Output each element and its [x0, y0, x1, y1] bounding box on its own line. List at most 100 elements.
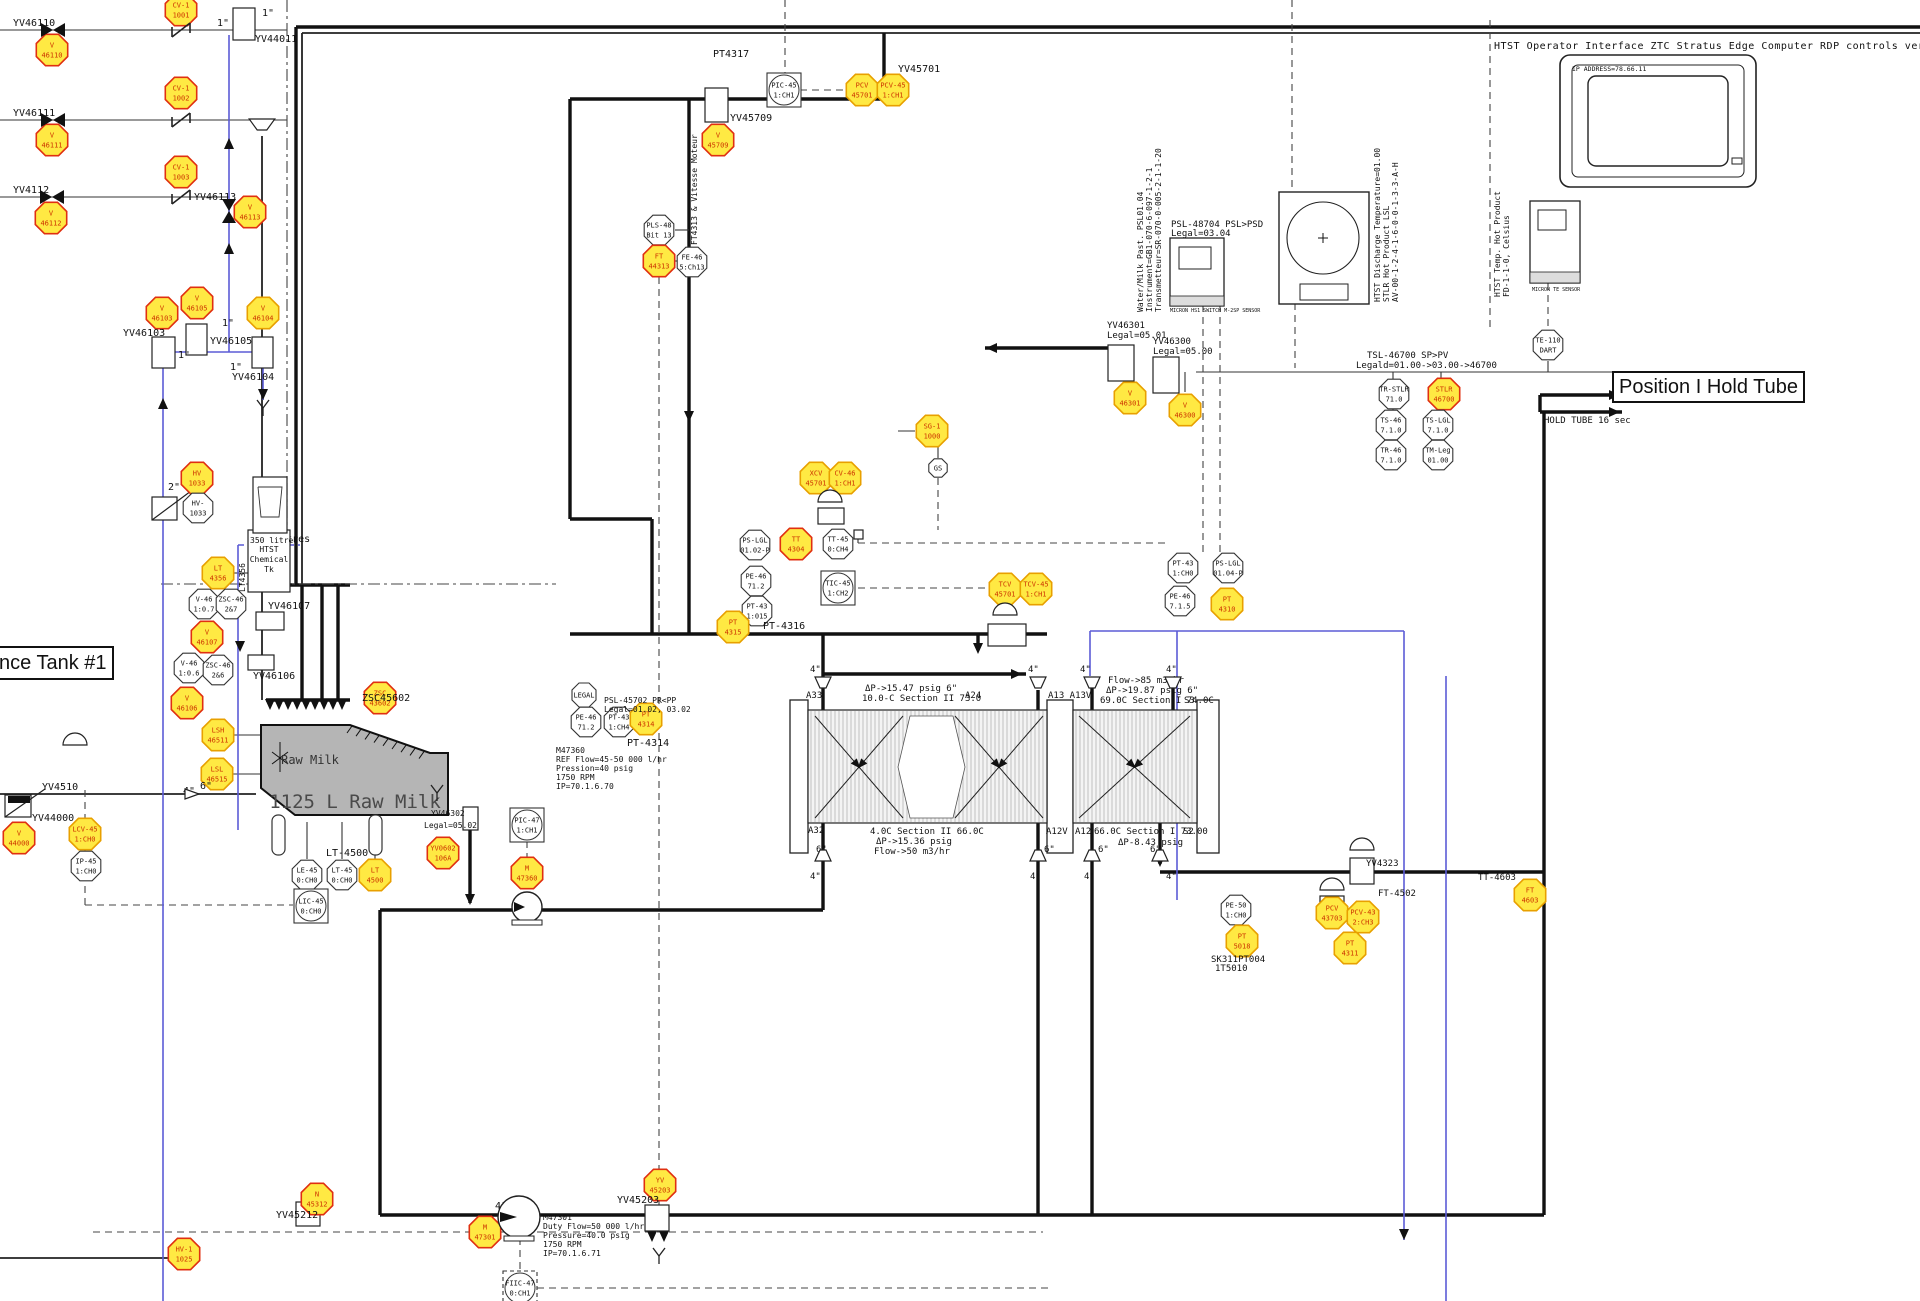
label: Legald=01.00->03.00->46700: [1356, 361, 1497, 371]
bubble-tag: LT: [371, 867, 380, 875]
bubble-tag: V: [49, 210, 54, 218]
rotated-label: FD-1-1-0, Celsius: [1502, 215, 1511, 297]
flow-arrow: [319, 699, 329, 710]
bubble-number: 4315: [725, 629, 742, 637]
label: MICRON HS1 SWITCH M-2SP SENSOR: [1170, 308, 1261, 314]
instrument-bubble-gs: [928, 458, 948, 478]
bubble-number: 1:0.7: [193, 606, 214, 614]
bubble-tag: V: [160, 305, 165, 313]
label: PSL-48704 PSL>PSD: [1171, 220, 1263, 230]
bubble-number: 7.1.0: [1380, 427, 1401, 435]
label: PSL-45702 PR<PP: [604, 696, 676, 705]
flow-arrow: [224, 243, 234, 254]
bubble-number: 47301: [474, 1234, 495, 1242]
bubble-number: 45312: [306, 1201, 327, 1209]
label: 1": [178, 350, 190, 361]
bubble-number: 1:0.6: [178, 670, 199, 678]
bubble-number: 46300: [1174, 412, 1195, 420]
bubble-tag: PT: [1238, 933, 1247, 941]
bubble-tag: HV: [193, 470, 202, 478]
label: YV46107: [268, 601, 310, 612]
drain-y: [262, 399, 270, 409]
bubble-tag: V: [248, 204, 253, 212]
bubble-number: 4314: [638, 721, 655, 729]
bubble-number: 1:CH2: [827, 590, 848, 598]
instrument-bubble-v-46107: [190, 620, 224, 654]
instrument-bubble-cv-46-1-ch1: [828, 461, 862, 495]
instrument-bubble-ts-lgl-7-1-0: [1422, 409, 1454, 441]
hx-flow-arrow: [850, 758, 861, 769]
hx-pass-gap: [897, 715, 966, 819]
instrument-bubble-pe-46-71-2: [570, 706, 602, 738]
bubble-number: 44000: [8, 840, 29, 848]
valve-body: [255, 611, 285, 631]
drain-y: [436, 784, 444, 794]
instrument-bubble-v-46-1-0-7: [188, 588, 220, 620]
bubble-number: 71.2: [578, 724, 595, 732]
bubble-number: 1:CH0: [1225, 912, 1246, 920]
bubble-number: 46515: [206, 776, 227, 784]
actuator-dome: [992, 602, 1018, 616]
bubble-number: 1:015: [746, 613, 767, 621]
bubble-tag: SG-1: [924, 423, 941, 431]
bubble-number: 45709: [707, 142, 728, 150]
label: YV46111: [13, 108, 55, 119]
bubble-number: 1001: [173, 12, 190, 20]
hx-label: 4": [810, 872, 821, 882]
instrument-bubble-v-46112: [34, 201, 68, 235]
drain-y: [430, 784, 438, 794]
pipe-bar: [8, 796, 30, 803]
hold-tube-time-label: HOLD TUBE 16 sec: [1544, 416, 1631, 426]
bubble-number: 7.1.5: [1169, 603, 1190, 611]
hx-flow-arrow: [1133, 758, 1144, 769]
hx-label: 6": [1150, 845, 1161, 855]
bubble-number: 45701: [851, 92, 872, 100]
hx-label: 4": [1084, 872, 1095, 882]
hx-label: ΔP->15.36 psig: [876, 837, 952, 847]
bubble-tag: V: [185, 695, 190, 703]
bubble-tag: V: [261, 305, 266, 313]
instrument-bubble-hv-1033: [182, 492, 214, 524]
bubble-tag: PT-43: [1172, 560, 1193, 568]
butterfly-valve: [41, 23, 53, 37]
label: Legal=01.02, 03.02: [604, 705, 691, 714]
hx-label: S3: [1184, 696, 1195, 706]
bubble-number: 7.1.0: [1427, 427, 1448, 435]
label: YV46105: [210, 336, 252, 347]
transmitter-base: [1169, 295, 1225, 307]
bubble-tag: PCV-43: [1350, 909, 1375, 917]
bubble-tag: LT: [214, 565, 223, 573]
bubble-tag: CV-1: [173, 2, 190, 10]
instrument-bubble-tic-45-1-ch2: [822, 572, 854, 604]
flow-arrow: [258, 389, 268, 400]
bubble-tag: PE-50: [1225, 902, 1246, 910]
bubble-tag: PE-46: [575, 714, 596, 722]
hx-label: 6": [1098, 845, 1109, 855]
bubble-number: 1002: [173, 95, 190, 103]
bubble-tag: YV: [656, 1177, 665, 1185]
vent-hatch: [409, 748, 416, 756]
recorder-keypad: [1299, 283, 1349, 301]
bubble-number: 1033: [190, 510, 207, 518]
flow-arrow: [283, 699, 293, 710]
label: YV46110: [13, 18, 55, 29]
label: YV44011: [255, 34, 297, 45]
bubble-number: 4356: [210, 575, 227, 583]
pump-arrow: [500, 1212, 517, 1222]
instrument-bubble-v-46103: [145, 296, 179, 330]
bubble-tag: FT: [655, 253, 664, 261]
instrument-bubble-pcv-43-2-ch3: [1346, 900, 1380, 934]
label: REF Flow=45-50 000 l/hr: [556, 755, 667, 764]
label: 1750 RPM: [556, 773, 595, 782]
bubble-number: 43703: [1321, 915, 1342, 923]
instrument-bubble-yv-45203: [643, 1168, 677, 1202]
pump-base: [511, 919, 543, 926]
label: 2": [168, 482, 180, 493]
bubble-tag: TE-110: [1535, 337, 1560, 345]
bubble-number: 1:CH0: [1172, 570, 1193, 578]
bubble-number: 71.0: [1386, 396, 1403, 404]
valve-body: [704, 87, 729, 123]
valve-body: [1107, 344, 1135, 382]
hx-label: 10.0-C Section II 73.0: [862, 694, 981, 704]
hx-label: A13 A13V: [1048, 691, 1092, 701]
